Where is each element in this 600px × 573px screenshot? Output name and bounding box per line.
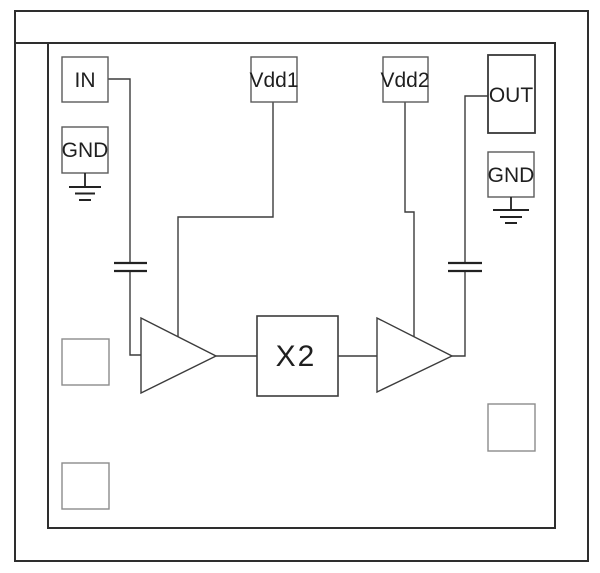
pad-in: IN: [61, 56, 109, 103]
pad-vdd2-label: Vdd2: [380, 69, 429, 92]
pad-in-label: IN: [75, 69, 96, 92]
bond-pad-square: [61, 462, 110, 510]
pad-out: OUT: [487, 54, 536, 134]
bond-pad-square: [61, 338, 110, 386]
amplifier-2-triangle-icon: [376, 316, 454, 394]
bond-pad-square: [487, 403, 536, 452]
pad-vdd1: Vdd1: [249, 56, 299, 103]
pad-in-box: [61, 56, 109, 103]
chip-inner-border: [15, 42, 556, 529]
pad-gnd-left: GND: [61, 126, 109, 174]
ground-icon-left: [69, 173, 101, 201]
pad-out-box: [487, 54, 536, 134]
doubler-block-label: X2: [276, 340, 317, 373]
pad-vdd2-box: [382, 56, 429, 103]
pad-out-label: OUT: [489, 84, 534, 107]
pad-gnd-right: GND: [487, 151, 535, 198]
pad-vdd2: Vdd2: [380, 56, 430, 103]
wire-amp2-to-capacitor: [452, 271, 466, 357]
pad-gnd-right-label: GND: [488, 164, 535, 187]
pad-gnd-right-box: [487, 151, 535, 198]
chip-outer-border: [14, 10, 589, 562]
pad-vdd1-label: Vdd1: [249, 69, 298, 92]
wire-capacitor-to-amp1: [129, 271, 141, 356]
capacitor-icon-input: [114, 261, 147, 273]
wire-in-to-capacitor: [108, 78, 131, 263]
wire-capacitor-to-out: [464, 95, 488, 263]
amplifier-1-triangle-icon: [140, 316, 218, 395]
frequency-doubler-block: X2: [256, 315, 339, 397]
pad-gnd-left-label: GND: [62, 139, 109, 162]
wire-vdd1-to-amp1: [177, 102, 274, 337]
pad-vdd1-box: [250, 56, 298, 103]
capacitor-icon-output: [448, 261, 482, 273]
ground-icon-right: [493, 197, 529, 224]
wire-vdd2-to-amp2: [404, 102, 415, 337]
doubler-block-box: [256, 315, 339, 397]
